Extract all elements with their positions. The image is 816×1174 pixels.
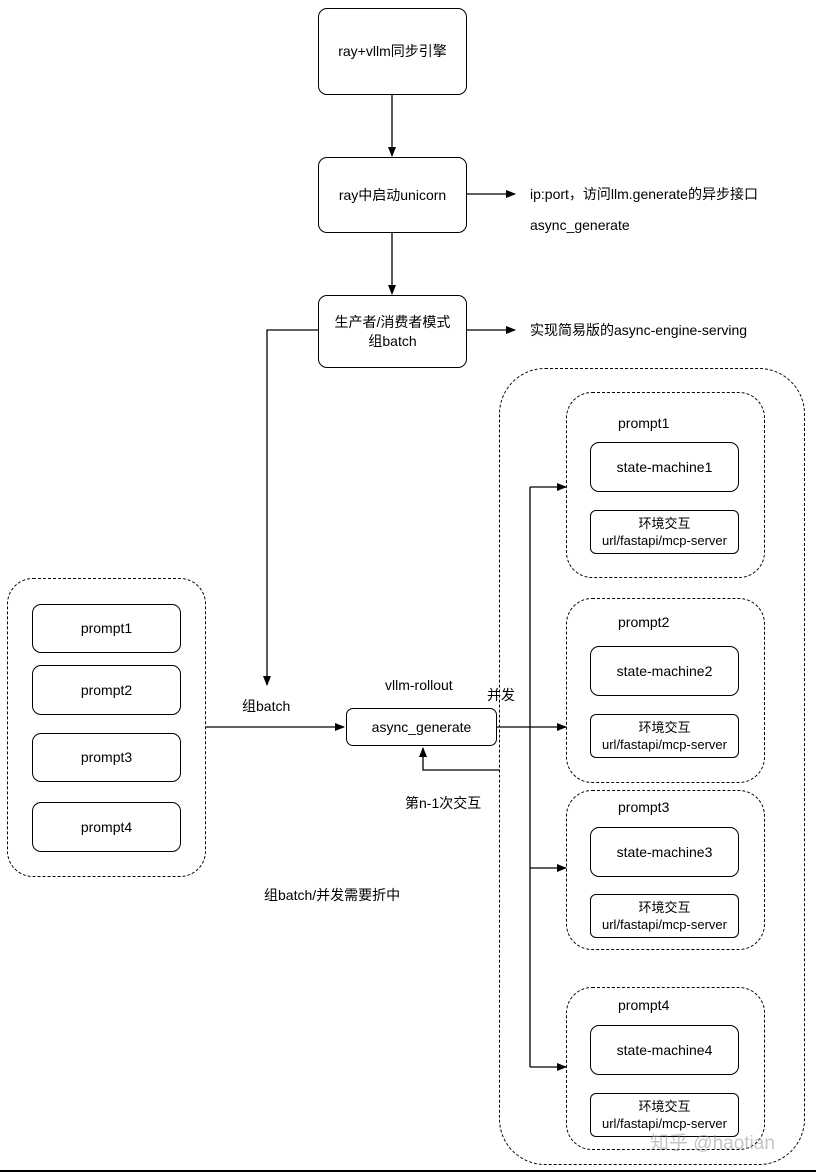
batch-label: 组batch (242, 698, 291, 714)
engine-node: ray+vllm同步引擎 (318, 8, 467, 95)
env-interaction-3-node: 环境交互 url/fastapi/mcp-server (590, 894, 739, 938)
prompt-group-3 (566, 790, 765, 950)
state-machine-2-label: state-machine2 (616, 662, 713, 679)
state-machine-3-label: state-machine3 (616, 843, 713, 860)
prompt-group-4-title: prompt4 (618, 997, 670, 1013)
left-prompt-label-1: prompt1 (80, 620, 133, 636)
right-concurrent-container (499, 368, 805, 1165)
left-prompt-group (7, 578, 206, 877)
env-interaction-3-line2: url/fastapi/mcp-server (602, 917, 727, 932)
unicorn-node-label: ray中启动unicorn (338, 186, 447, 203)
env-interaction-3-line1: 环境交互 (638, 900, 691, 915)
left-prompt-label-3: prompt3 (80, 749, 133, 765)
prompt-group-1 (566, 392, 765, 578)
state-machine-1-node: state-machine1 (590, 442, 739, 492)
watermark-text: 知乎 @haotian (650, 1133, 775, 1154)
concurrent-label: 并发 (487, 687, 515, 703)
state-machine-4-node: state-machine4 (590, 1025, 739, 1075)
tradeoff-label: 组batch/并发需要折中 (264, 887, 401, 903)
producer-consumer-node: 生产者/消费者模式 组batch (318, 295, 467, 368)
arrow-feedback-loop (419, 747, 500, 771)
prompt-group-3-title: prompt3 (618, 799, 670, 815)
async-generate-note: async_generate (530, 217, 630, 233)
env-interaction-1-line1: 环境交互 (638, 516, 691, 531)
left-prompt-box-3: prompt3 (32, 733, 181, 782)
state-machine-4-label: state-machine4 (616, 1041, 713, 1058)
producer-node-line1: 生产者/消费者模式 (334, 313, 451, 330)
feedback-label: 第n-1次交互 (405, 795, 482, 811)
env-interaction-4-line2: url/fastapi/mcp-server (602, 1116, 727, 1131)
state-machine-2-node: state-machine2 (590, 646, 739, 696)
ip-port-note: ip:port，访问llm.generate的异步接口 (530, 186, 758, 202)
prompt-group-2 (566, 598, 765, 783)
unicorn-node: ray中启动unicorn (318, 157, 467, 233)
simple-engine-note: 实现简易版的async-engine-serving (530, 322, 748, 338)
env-interaction-1-line2: url/fastapi/mcp-server (602, 533, 727, 548)
prompt-group-1-title: prompt1 (618, 415, 670, 431)
rollout-label: vllm-rollout (385, 677, 453, 693)
env-interaction-2-line2: url/fastapi/mcp-server (602, 737, 727, 752)
env-interaction-4-node: 环境交互 url/fastapi/mcp-server (590, 1093, 739, 1137)
arrow-producer-to-batch (263, 329, 318, 686)
engine-node-label: ray+vllm同步引擎 (338, 43, 447, 59)
state-machine-3-node: state-machine3 (590, 827, 739, 877)
env-interaction-1-node: 环境交互 url/fastapi/mcp-server (590, 510, 739, 554)
env-interaction-4-line1: 环境交互 (638, 1099, 691, 1114)
left-prompt-box-4: prompt4 (32, 802, 181, 852)
left-prompt-label-4: prompt4 (80, 818, 133, 835)
env-interaction-2-node: 环境交互 url/fastapi/mcp-server (590, 714, 739, 758)
async-generate-node: async_generate (346, 708, 497, 746)
prompt-group-2-title: prompt2 (618, 614, 670, 630)
prompt-group-4 (566, 987, 765, 1150)
left-prompt-box-2: prompt2 (32, 665, 181, 715)
state-machine-1-label: state-machine1 (616, 458, 713, 475)
async-generate-node-label: async_generate (371, 718, 472, 735)
left-prompt-label-2: prompt2 (80, 681, 133, 698)
producer-node-line2: 组batch (368, 332, 417, 349)
left-prompt-box-1: prompt1 (32, 604, 181, 653)
env-interaction-2-line1: 环境交互 (638, 720, 691, 735)
